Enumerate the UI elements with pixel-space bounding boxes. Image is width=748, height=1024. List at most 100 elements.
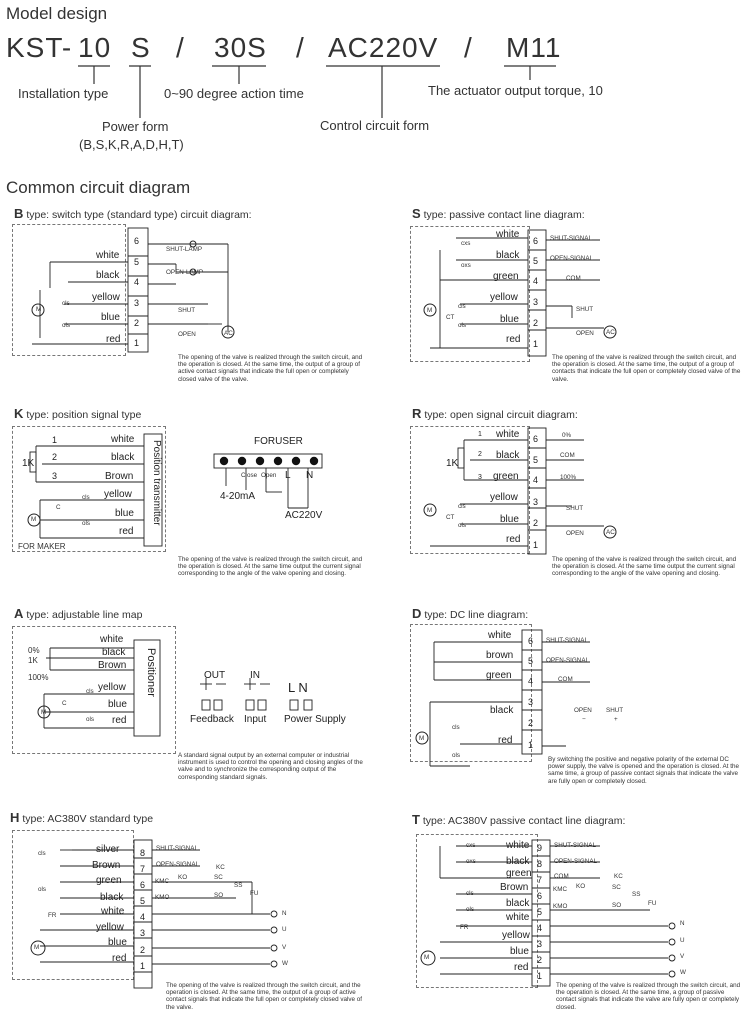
terminal-number: 3: [533, 297, 539, 307]
tag-label: M: [427, 307, 433, 314]
tag-label: 1K: [28, 656, 38, 665]
wire-label: blue: [500, 514, 519, 525]
tag-label: FU: [250, 890, 259, 897]
tag-label: cls: [458, 303, 466, 310]
tag-label: M: [419, 735, 425, 742]
model-code-sep: /: [296, 32, 305, 63]
model-code-time: 30S: [214, 32, 267, 63]
panel-k-diagram: [27, 433, 323, 547]
model-code-torque: M11: [506, 32, 562, 63]
model-code-sep: /: [464, 32, 473, 63]
tag-label: U: [680, 937, 685, 944]
foruser-ma-label: 4-20mA: [220, 491, 256, 502]
panel-d-diagram: [415, 629, 590, 767]
wire-label: blue: [101, 312, 120, 323]
tag-label: SHUT-SIGNAL: [550, 235, 592, 242]
tag-label: AC: [224, 330, 233, 337]
pin-number: 2: [478, 451, 482, 458]
panel-r-box: [410, 426, 530, 554]
terminal-number: 2: [134, 318, 140, 328]
tag-label: SHUT: [178, 307, 196, 314]
io-in-label: IN: [250, 670, 260, 681]
terminal-number: 5: [537, 907, 543, 917]
tag-label: KMO: [553, 903, 568, 910]
pin-number: 2: [52, 452, 58, 462]
tag-label: KMC: [155, 878, 169, 885]
wire-label: yellow: [92, 292, 120, 303]
wire-label: black: [506, 856, 530, 867]
panel-h-heading: H type: AC380V standard type: [10, 810, 154, 825]
panel-b-diagram: [31, 227, 235, 353]
wire-label: black: [496, 450, 520, 461]
model-code-sep: /: [176, 32, 185, 63]
terminal-number: 6: [537, 891, 543, 901]
panel-s-box: [410, 226, 530, 362]
terminal-number: 5: [134, 257, 140, 267]
terminal-number: 4: [528, 676, 534, 686]
panel-k-heading: K type: position signal type: [14, 406, 142, 421]
tag-label: −: [582, 716, 586, 723]
terminal-number: 7: [140, 864, 146, 874]
terminal-number: 5: [528, 656, 534, 666]
tag-label: 0%: [562, 432, 572, 439]
panel-s-note: The opening of the valve is realized thr…: [552, 354, 741, 383]
terminal-number: 1: [533, 540, 539, 550]
terminal-number: 2: [537, 955, 543, 965]
tag-label: M: [424, 954, 430, 961]
terminal-number: 4: [537, 923, 543, 933]
wire-label: white: [496, 229, 520, 240]
panel-h-diagram: [30, 839, 278, 989]
tag-label: cls: [82, 494, 90, 501]
terminal-number: 6: [134, 236, 140, 246]
wire-label: red: [506, 334, 521, 345]
terminal-number: 1: [537, 971, 543, 981]
terminal-number: 1: [140, 961, 146, 971]
tag-label: KC: [216, 864, 225, 871]
tag-label: W: [282, 960, 288, 967]
wire-label: black: [496, 250, 520, 261]
terminal-number: 1: [134, 338, 140, 348]
tag-label: ols: [38, 886, 47, 893]
wire-label: white: [101, 906, 125, 917]
terminal-number: 5: [533, 256, 539, 266]
tag-label: 1K: [22, 458, 35, 469]
tag-label: N: [282, 910, 287, 917]
wire-label: green: [493, 471, 519, 482]
tag-label: COM: [566, 275, 581, 282]
label-action-time: 0~90 degree action time: [164, 86, 304, 101]
tag-label: ols: [466, 906, 475, 913]
tag-label: COM: [560, 452, 575, 459]
io-power-label: Power Supply: [284, 714, 346, 725]
terminal-number: 6: [533, 434, 539, 444]
terminal-number: 8: [140, 848, 146, 858]
tag-label: SHUT-LAMP: [166, 246, 203, 253]
tag-label: ols: [458, 322, 467, 329]
terminal-number: 3: [134, 298, 140, 308]
terminal-number: 4: [533, 475, 539, 485]
tag-label: C: [56, 504, 61, 511]
tag-label: FR: [48, 912, 57, 919]
wire-label: green: [486, 670, 512, 681]
panel-t-note: The opening of the valve is realized thr…: [556, 982, 741, 1011]
model-code-install: 10: [78, 32, 112, 63]
tag-label: OPEN-SIGNAL: [546, 657, 590, 664]
tag-label: ols: [458, 522, 467, 529]
wire-label: red: [112, 953, 127, 964]
panel-r-note: The opening of the valve is realized thr…: [552, 556, 737, 578]
terminal-number: 3: [533, 497, 539, 507]
for-maker-label: FOR MAKER: [18, 542, 66, 551]
tag-label: CT: [446, 314, 455, 321]
model-code-prefix: KST-: [6, 32, 73, 63]
panel-b-note: The opening of the valve is realized thr…: [178, 354, 363, 383]
label-power-form: Power form: [102, 119, 169, 134]
panel-a-diagram: [37, 639, 313, 737]
tag-label: M: [31, 516, 37, 523]
tag-label: OPEN: [576, 330, 594, 337]
wire-label: black: [100, 892, 124, 903]
wire-label: yellow: [502, 930, 530, 941]
wire-label: green: [506, 868, 532, 879]
tag-label: cls: [62, 300, 70, 307]
terminal-number: 4: [140, 912, 146, 922]
terminal-number: 2: [533, 518, 539, 528]
wire-label: white: [111, 434, 135, 445]
